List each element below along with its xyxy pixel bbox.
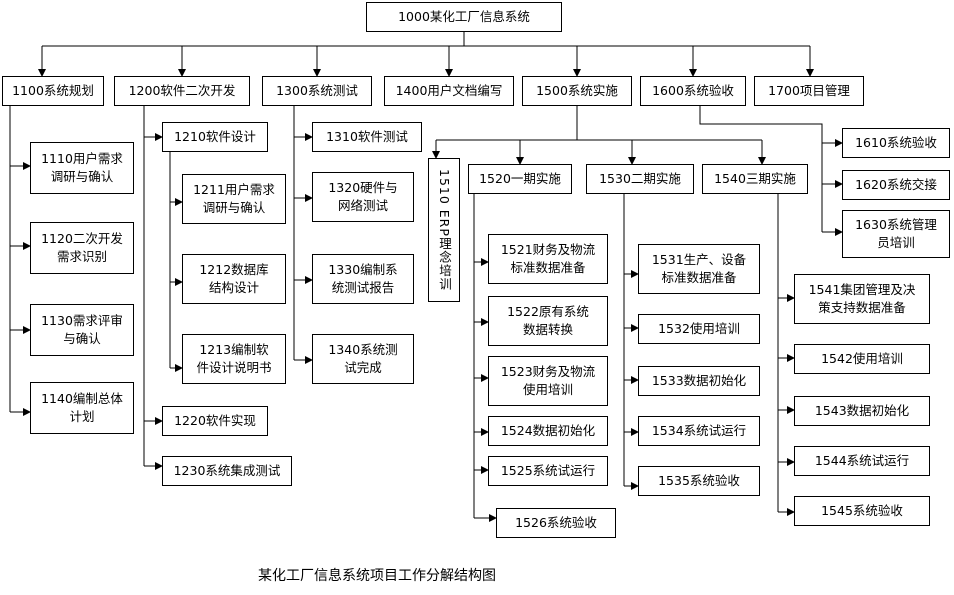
node-1110: 1110用户需求 调研与确认 bbox=[30, 142, 134, 194]
node-1530: 1530二期实施 bbox=[586, 164, 694, 194]
node-1211: 1211用户需求 调研与确认 bbox=[182, 174, 286, 224]
node-1310: 1310软件测试 bbox=[312, 122, 422, 152]
node-1520: 1520一期实施 bbox=[468, 164, 572, 194]
connector-1600-spine bbox=[699, 106, 823, 232]
node-1212: 1212数据库 结构设计 bbox=[182, 254, 286, 304]
node-1545: 1545系统验收 bbox=[794, 496, 930, 526]
node-1541: 1541集团管理及决 策支持数据准备 bbox=[794, 274, 930, 324]
node-1630: 1630系统管理 员培训 bbox=[842, 210, 950, 258]
node-1330: 1330编制系 统测试报告 bbox=[312, 254, 414, 304]
node-1320: 1320硬件与 网络测试 bbox=[312, 172, 414, 222]
node-1120: 1120二次开发 需求识别 bbox=[30, 222, 134, 274]
node-1525: 1525系统试运行 bbox=[488, 456, 608, 486]
diagram-caption: 某化工厂信息系统项目工作分解结构图 bbox=[258, 568, 496, 584]
node-1533: 1533数据初始化 bbox=[638, 366, 760, 396]
node-1100: 1100系统规划 bbox=[2, 76, 104, 106]
node-1524: 1524数据初始化 bbox=[488, 416, 608, 446]
node-1200: 1200软件二次开发 bbox=[114, 76, 250, 106]
node-1543: 1543数据初始化 bbox=[794, 396, 930, 426]
node-1532: 1532使用培训 bbox=[638, 314, 760, 344]
node-1140: 1140编制总体 计划 bbox=[30, 382, 134, 434]
node-1340: 1340系统测 试完成 bbox=[312, 334, 414, 384]
node-1500: 1500系统实施 bbox=[522, 76, 632, 106]
node-1531: 1531生产、设备 标准数据准备 bbox=[638, 244, 760, 294]
node-1521: 1521财务及物流 标准数据准备 bbox=[488, 234, 608, 284]
node-1523: 1523财务及物流 使用培训 bbox=[488, 356, 608, 406]
node-1610: 1610系统验收 bbox=[842, 128, 950, 158]
node-1213: 1213编制软 件设计说明书 bbox=[182, 334, 286, 384]
node-1300: 1300系统测试 bbox=[262, 76, 372, 106]
node-1000: 1000某化工厂信息系统 bbox=[366, 2, 562, 32]
node-1210: 1210软件设计 bbox=[162, 122, 268, 152]
node-1526: 1526系统验收 bbox=[496, 508, 616, 538]
node-1510: 1510 ERP理念培训 bbox=[428, 158, 460, 302]
node-1544: 1544系统试运行 bbox=[794, 446, 930, 476]
node-1700: 1700项目管理 bbox=[754, 76, 864, 106]
node-1535: 1535系统验收 bbox=[638, 466, 760, 496]
node-1534: 1534系统试运行 bbox=[638, 416, 760, 446]
node-1620: 1620系统交接 bbox=[842, 170, 950, 200]
node-1130: 1130需求评审 与确认 bbox=[30, 304, 134, 356]
node-1600: 1600系统验收 bbox=[640, 76, 746, 106]
node-1230: 1230系统集成测试 bbox=[162, 456, 292, 486]
node-1522: 1522原有系统 数据转换 bbox=[488, 296, 608, 346]
node-1220: 1220软件实现 bbox=[162, 406, 268, 436]
node-1400: 1400用户文档编写 bbox=[384, 76, 514, 106]
node-1540: 1540三期实施 bbox=[702, 164, 808, 194]
node-1542: 1542使用培训 bbox=[794, 344, 930, 374]
